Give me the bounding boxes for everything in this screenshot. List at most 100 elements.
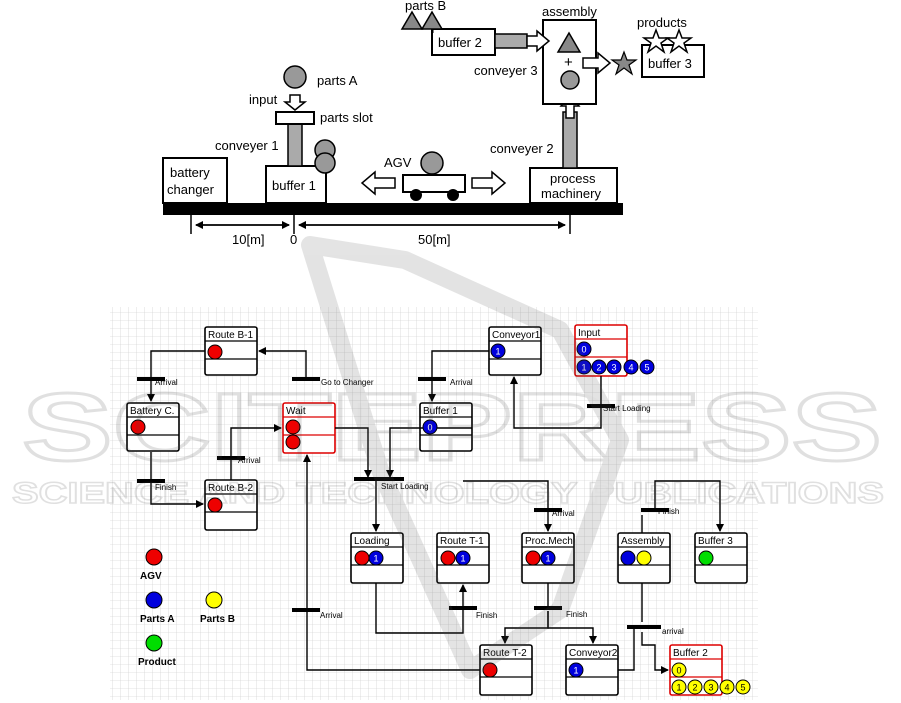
net-arc [654,480,724,532]
net-arc [230,424,282,480]
parts-slot [275,111,315,125]
parts-b-label: parts B [405,0,446,13]
token-agv [482,662,498,678]
net-arc [618,625,635,671]
transition-label: Go to Changer [321,378,374,387]
buffer-2-conveyer [494,33,528,49]
token-label: 0 [427,423,432,433]
legend-parts-b-swatch [205,591,223,609]
token-parts-b [671,662,687,678]
token-parts-b [703,679,719,695]
token-label: 5 [740,683,745,693]
token-label: 1 [581,363,586,373]
token-label: 2 [692,683,697,693]
token-parts-a [568,662,584,678]
dim-50-label: 50[m] [418,232,451,247]
place-label-buffer3: Buffer 3 [698,536,733,547]
legend-parts-a-swatch [145,591,163,609]
token-parts-b [671,679,687,695]
token-product [698,550,714,566]
buffer-1-box [265,165,327,204]
token-parts-a [540,550,556,566]
place-label-battery-c: Battery C. [130,406,174,417]
buffer-1-part-lower [314,152,336,174]
output-product-star [610,50,638,76]
transition-arrival-4 [534,508,562,512]
token-parts-b [636,550,652,566]
transition-start-loading-1 [354,477,404,481]
token-label: 3 [611,363,616,373]
transition-label: Finish [658,507,679,516]
process-machinery-label-2: machinery [541,186,601,201]
token-parts-a [368,550,384,566]
token-parts-a [591,359,607,375]
token-parts-a [576,359,592,375]
agv-arrow-left [360,170,396,196]
dim-10-label: 10[m] [232,232,265,247]
agv-wheel-right [447,189,459,201]
token-parts-a [576,341,592,357]
transition-go-to-changer [292,377,320,381]
buffer-3-label: buffer 3 [648,56,692,71]
output-arrow [582,51,612,75]
place-battery-c [126,402,180,452]
buffer-2-label: buffer 2 [438,35,482,50]
place-label-wait: Wait [286,406,306,417]
transition-label: Finish [155,483,176,492]
place-label-buffer2: Buffer 2 [673,648,708,659]
battery-changer-label-2: changer [167,182,215,197]
place-label-conveyor2: Conveyor2 [569,648,618,659]
place-label-route-t1: Route T-1 [440,536,484,547]
transition-label: Arrival [155,378,178,387]
transition-finish-4 [641,508,669,512]
buffer-2-box [431,28,496,56]
token-agv [207,344,223,360]
buffer-3-star-2 [664,27,694,55]
token-label: 3 [708,683,713,693]
token-label: 1 [545,554,550,564]
net-arc [463,480,552,532]
token-parts-b [687,679,703,695]
products-label: products [637,15,687,30]
token-parts-a [623,359,639,375]
parts-b-triangle-2 [420,10,444,30]
legend-product-swatch [145,634,163,652]
legend-agv-label: AGV [140,571,162,582]
transition-start-loading-2 [587,404,615,408]
dim-0-label: 0 [290,232,297,247]
token-parts-a [639,359,655,375]
token-parts-a [422,419,438,435]
place-label-buffer1: Buffer 1 [423,406,458,417]
net-arc [147,350,205,402]
token-parts-a [490,343,506,359]
transition-finish-2 [449,606,477,610]
net-arc [510,376,602,429]
net-arc [547,611,597,644]
token-agv [285,419,301,435]
buffer-3-star-1 [641,27,671,55]
agv-label: AGV [384,155,412,170]
transition-arrival-5 [292,608,320,612]
place-label-proc-mech: Proc.Mech [525,536,573,547]
transition-arrival-2 [217,456,245,460]
transition-label: Arrival [320,611,343,620]
transition-label: Arrival [238,456,261,465]
token-agv [354,550,370,566]
legend-product-label: Product [138,657,176,668]
place-buffer3 [694,532,748,584]
token-label: 4 [724,683,729,693]
parts-b-triangle-1 [400,10,424,30]
agv-load [420,151,444,175]
token-agv [207,497,223,513]
net-arc [641,632,669,674]
transition-arrival-1 [137,377,165,381]
input-label: input [249,92,278,107]
conveyer-2 [562,111,578,169]
transition-label: Start Loading [603,404,651,413]
token-agv [130,419,146,435]
token-label: 0 [581,345,586,355]
part-a-circle [283,65,307,89]
conveyer-2-label: conveyer 2 [490,141,554,156]
